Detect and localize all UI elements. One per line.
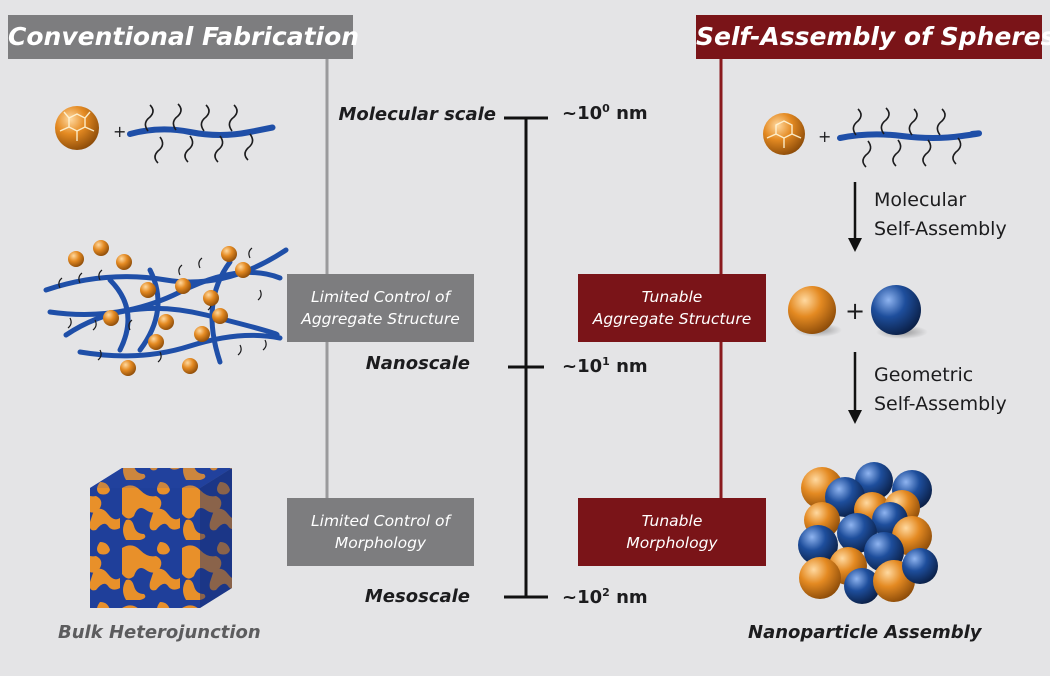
plus-sign-spheres: +	[845, 297, 865, 325]
down-arrow-geometric	[848, 352, 862, 424]
plus-sign-right-top: +	[818, 127, 831, 146]
plus-sign-left: +	[113, 122, 126, 141]
molecular-step-line1: Molecular	[874, 189, 967, 211]
nanoparticle-assembly-caption: Nanoparticle Assembly	[748, 622, 982, 643]
molecular-unit: nm	[616, 103, 648, 124]
scale-bar	[504, 116, 548, 599]
molecular-scale-value: ~100 nm	[562, 102, 648, 124]
limited-aggregate-line1: Limited Control of	[311, 288, 450, 306]
blue-sphere-icon	[871, 285, 928, 339]
molecular-base: ~10	[562, 103, 603, 124]
nano-exponent: 1	[602, 355, 610, 368]
fullerene-icon-right	[763, 113, 805, 155]
mesoscale-value: ~102 nm	[562, 586, 648, 608]
nano-unit: nm	[616, 356, 648, 377]
geometric-step-line2: Self-Assembly	[874, 393, 1007, 415]
molecular-self-assembly-label: Molecular Self-Assembly	[874, 186, 1007, 244]
limited-morphology-box: Limited Control of Morphology	[287, 498, 474, 566]
nanoscale-label: Nanoscale	[365, 353, 470, 374]
tunable-aggregate-line2: Aggregate Structure	[592, 310, 752, 328]
fullerene-cluster	[68, 240, 251, 376]
limited-aggregate-box: Limited Control of Aggregate Structure	[287, 274, 474, 342]
polymer-chain-icon-right	[837, 107, 983, 168]
meso-exponent: 2	[602, 586, 610, 599]
tunable-aggregate-line1: Tunable	[641, 288, 703, 306]
conventional-fabrication-header: Conventional Fabrication	[8, 15, 359, 59]
nanoparticle-assembly-icon	[798, 462, 938, 604]
bulk-heterojunction-cube	[90, 468, 232, 608]
limited-morphology-line2: Morphology	[334, 534, 427, 552]
tunable-morphology-line2: Morphology	[626, 534, 718, 552]
molecular-exponent: 0	[602, 102, 610, 115]
tunable-aggregate-box: Tunable Aggregate Structure	[578, 274, 766, 342]
meso-base: ~10	[562, 587, 603, 608]
molecular-step-line2: Self-Assembly	[874, 218, 1007, 240]
fullerene-icon	[55, 106, 99, 150]
molecular-scale-label: Molecular scale	[338, 104, 496, 125]
tunable-morphology-box: Tunable Morphology	[578, 498, 766, 566]
nanoscale-value: ~101 nm	[562, 355, 648, 377]
meso-unit: nm	[616, 587, 648, 608]
limited-aggregate-line2: Aggregate Structure	[301, 310, 460, 328]
down-arrow-molecular	[848, 182, 862, 252]
geometric-step-line1: Geometric	[874, 364, 974, 386]
mesoscale-label: Mesoscale	[364, 586, 470, 607]
disordered-blend-icon	[43, 240, 289, 376]
polymer-chain-icon	[127, 103, 276, 164]
self-assembly-header: Self-Assembly of Spheres	[696, 15, 1050, 59]
geometric-self-assembly-label: Geometric Self-Assembly	[874, 361, 1007, 419]
limited-morphology-line1: Limited Control of	[311, 512, 450, 530]
bulk-heterojunction-caption: Bulk Heterojunction	[58, 622, 261, 643]
tunable-morphology-line1: Tunable	[641, 512, 703, 530]
nano-base: ~10	[562, 356, 603, 377]
orange-sphere-icon	[788, 286, 842, 337]
